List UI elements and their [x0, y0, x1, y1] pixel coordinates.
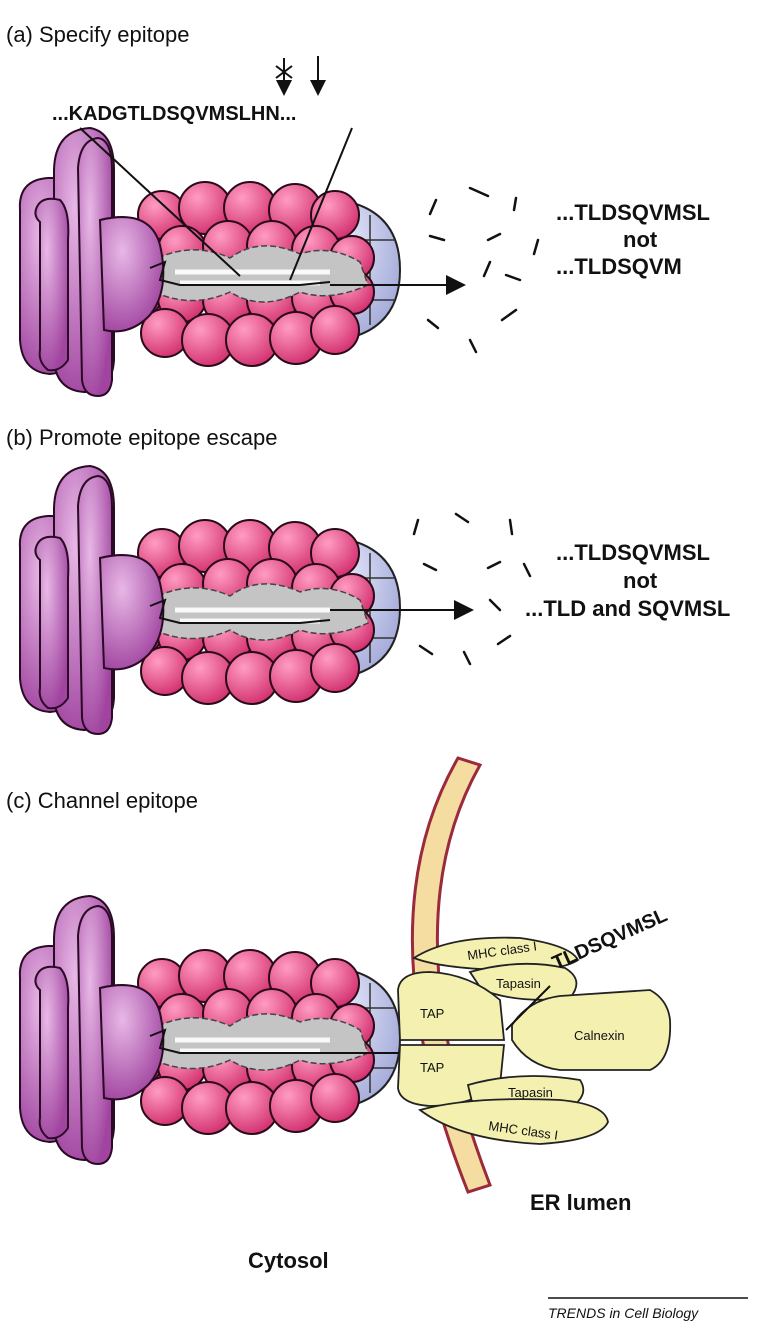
result-b-line1: ...TLDSQVMSL	[556, 540, 710, 565]
proteasome-b	[20, 466, 400, 734]
cleavage-arrows	[275, 56, 326, 96]
mhc-top-shape	[412, 936, 580, 972]
peptide-in-channel-c	[149, 1028, 400, 1054]
tapasin-bottom-label: Tapasin	[508, 1085, 553, 1100]
proteasome-c	[20, 896, 400, 1164]
tap-bottom-label: TAP	[420, 1060, 444, 1075]
proteasome-a	[20, 128, 400, 396]
peptide-to-mhc-line	[505, 985, 551, 1031]
tap-top-label: TAP	[420, 1006, 444, 1021]
calnexin-label: Calnexin	[574, 1028, 625, 1043]
tap-top-shape	[397, 971, 505, 1041]
tapasin-top-label: Tapasin	[496, 976, 541, 991]
result-b-line2: not	[623, 568, 658, 593]
cytosol-label: Cytosol	[248, 1248, 329, 1273]
result-b-line3: ...TLD and SQVMSL	[525, 596, 730, 621]
result-a-line1: ...TLDSQVMSL	[556, 200, 710, 225]
peptide-fragments-b	[412, 512, 532, 666]
result-a-line2: not	[623, 227, 658, 252]
mhc-bottom-shape	[417, 1098, 609, 1145]
panel-a-title: (a) Specify epitope	[6, 22, 189, 47]
er-membrane	[410, 756, 492, 1194]
calnexin-shape	[511, 989, 672, 1071]
er-lumen-label: ER lumen	[530, 1190, 631, 1215]
tapasin-top-shape	[468, 962, 578, 1001]
peptide-loading-complex	[397, 936, 672, 1145]
bound-peptide-label: TLDSQVMSL	[549, 904, 671, 974]
result-a-line3: ...TLDSQVM	[556, 254, 682, 279]
journal-credit: TRENDS in Cell Biology	[548, 1305, 699, 1321]
panel-c-title: (c) Channel epitope	[6, 788, 198, 813]
peptide-in-channel-a	[149, 260, 331, 286]
peptide-sequence: ...KADGTLDSQVMSLHN...	[52, 103, 296, 125]
panel-b-title: (b) Promote epitope escape	[6, 425, 278, 450]
peptide-in-channel-b	[149, 598, 331, 624]
sequence-pointer-lines	[79, 127, 353, 281]
peptide-fragments-a	[426, 186, 540, 354]
